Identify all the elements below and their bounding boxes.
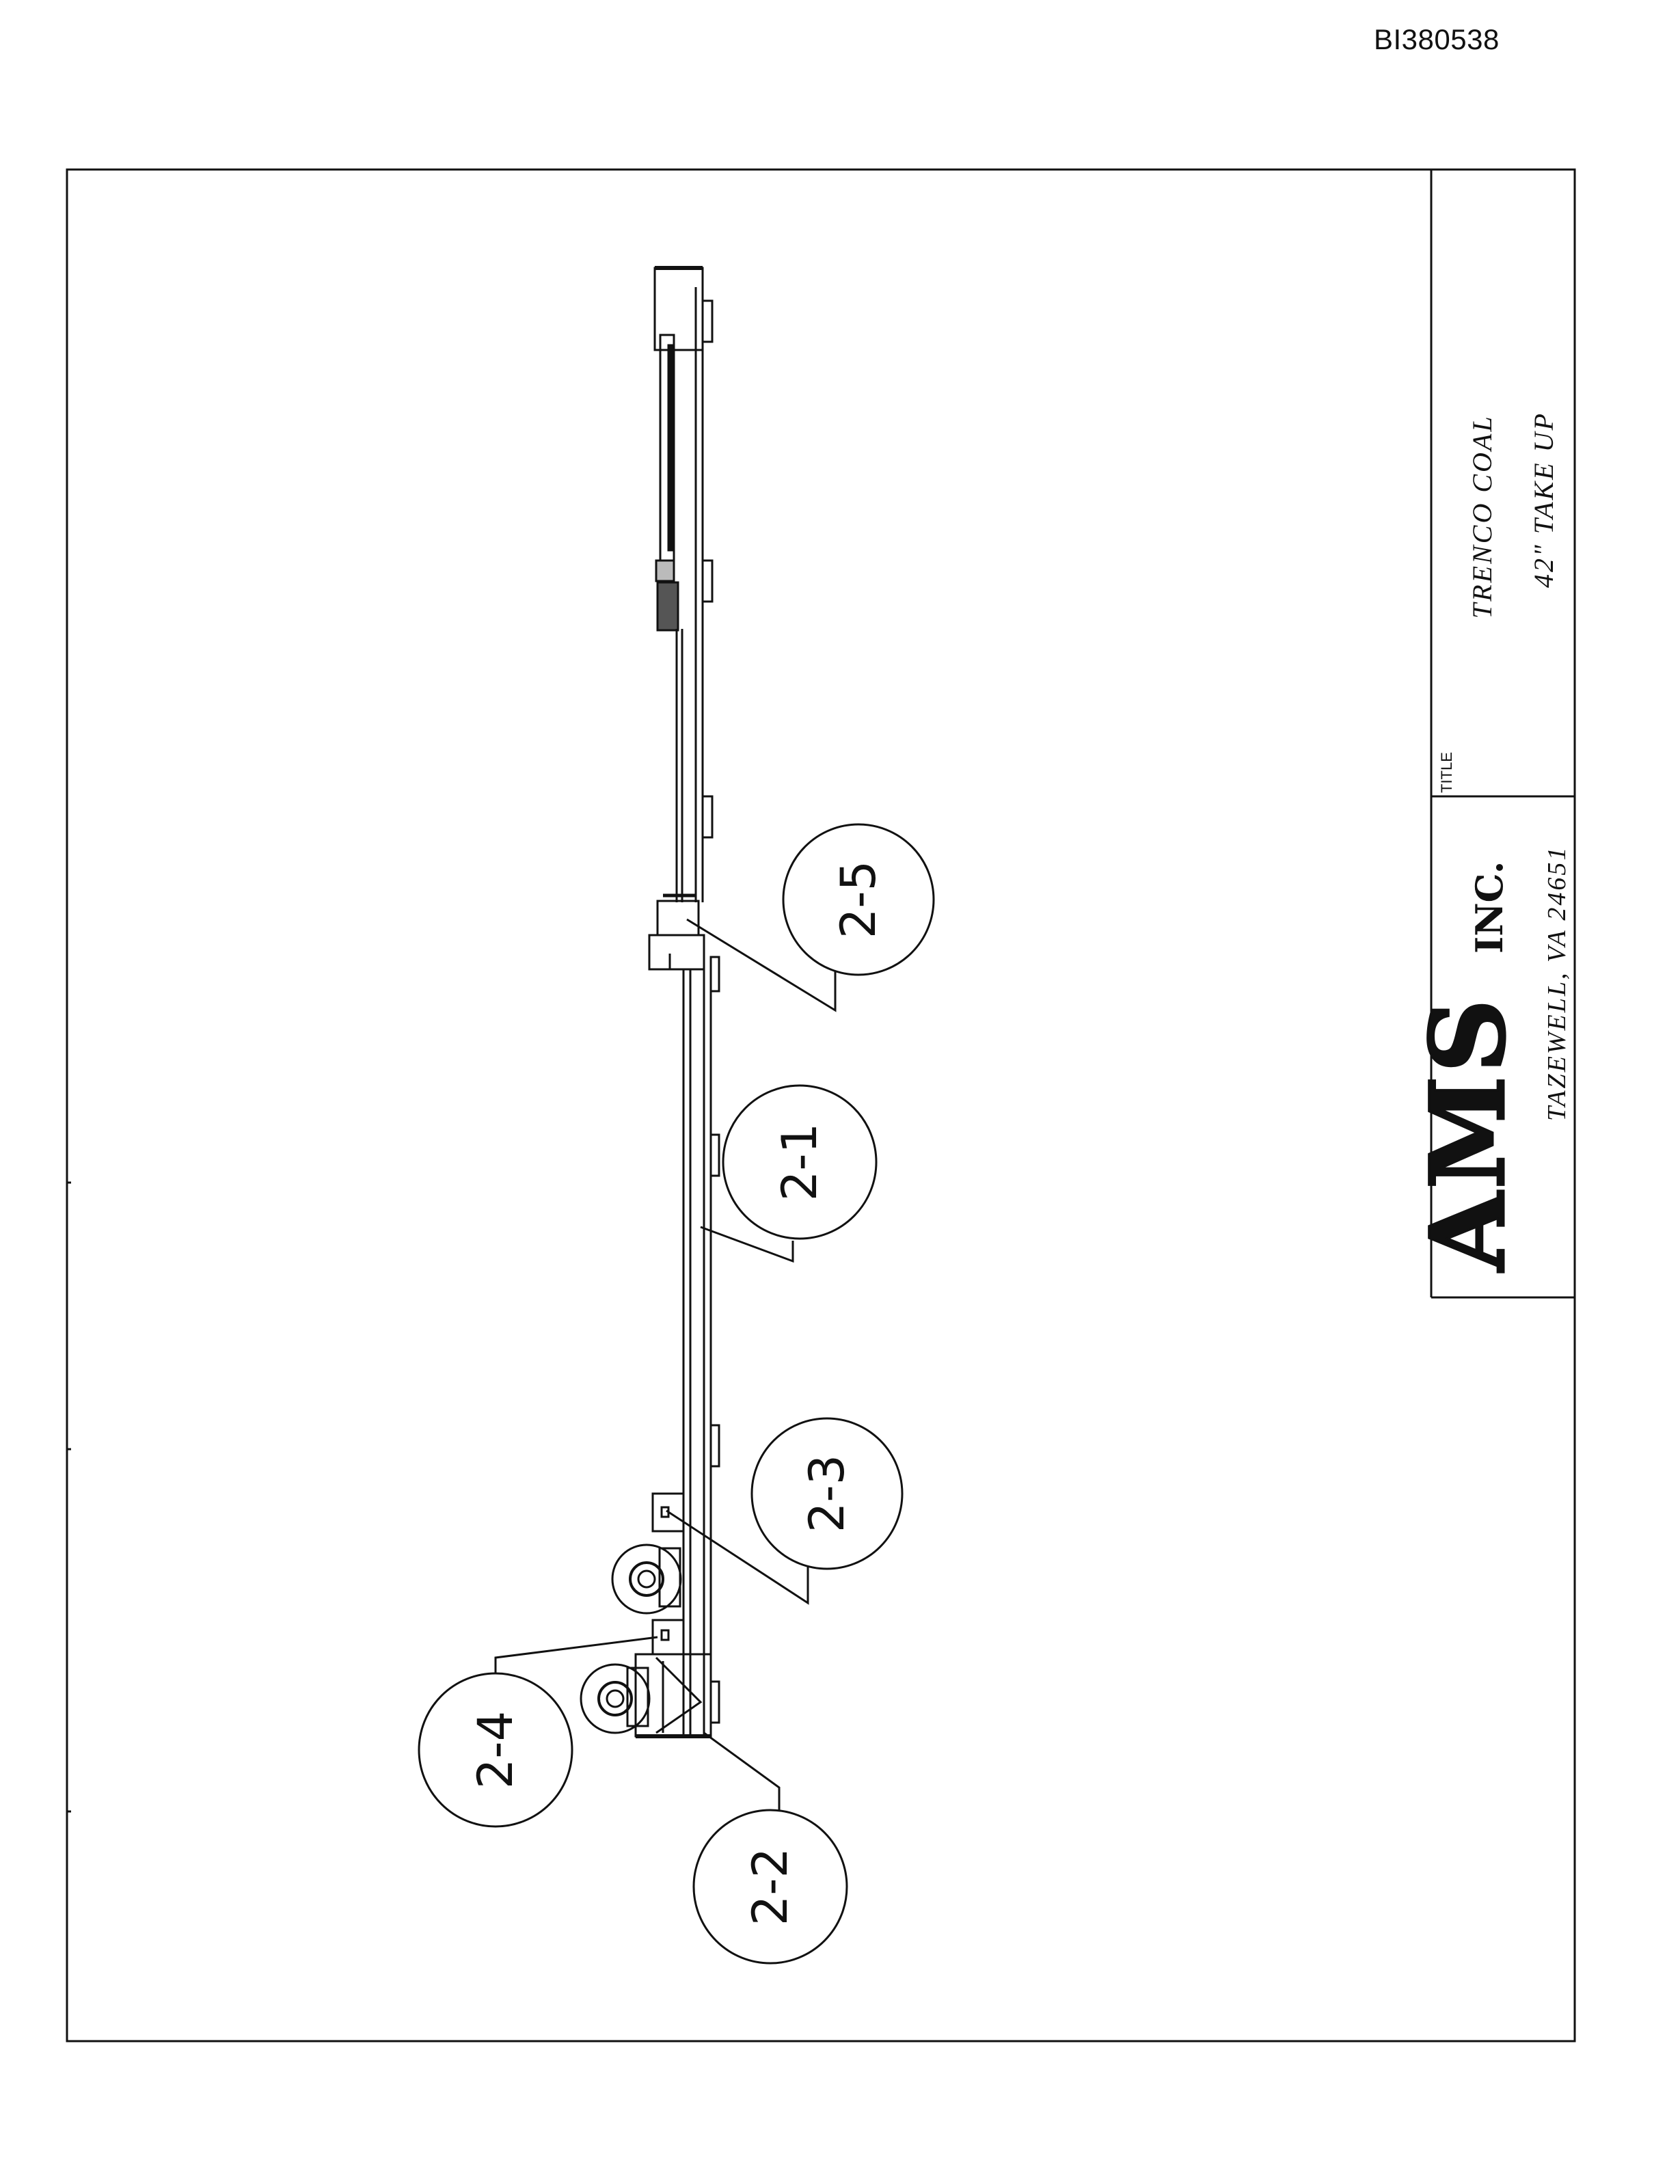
callout-2-1: 2-1 (722, 1084, 878, 1240)
title-label: TITLE (1438, 752, 1455, 793)
border-marks (67, 1181, 71, 1813)
title-block: TITLE TRENCO COAL 42" TAKE UP AMS INC. T… (1407, 170, 1575, 1299)
callout-circle (782, 823, 935, 976)
leader-lines (494, 918, 837, 1811)
document-id: BI380538 (1374, 23, 1500, 55)
callout-circle (750, 1417, 904, 1570)
callout-2-4: 2-4 (418, 1672, 573, 1828)
conveyor-frame (580, 266, 720, 1738)
callout-2-2: 2-2 (692, 1809, 848, 1965)
callout-circle (418, 1672, 573, 1828)
callout-label: 2-4 (468, 1711, 524, 1789)
callout-label: 2-2 (742, 1848, 798, 1926)
company-logo: AMS (1408, 996, 1528, 1273)
callout-circle (722, 1084, 878, 1240)
sheet-border (66, 168, 1576, 2043)
callout-label: 2-1 (772, 1123, 828, 1201)
title-line-2: 42" TAKE UP (1528, 412, 1559, 588)
callout-label: 2-5 (830, 861, 886, 939)
callout-label: 2-3 (799, 1455, 855, 1533)
callout-2-3: 2-3 (750, 1417, 904, 1570)
title-line-1: TRENCO COAL (1467, 414, 1498, 619)
company-address: TAZEWELL, VA 24651 (1543, 846, 1571, 1121)
callout-2-5: 2-5 (782, 823, 935, 976)
callout-circle (692, 1809, 848, 1965)
company-suffix: INC. (1467, 861, 1511, 954)
